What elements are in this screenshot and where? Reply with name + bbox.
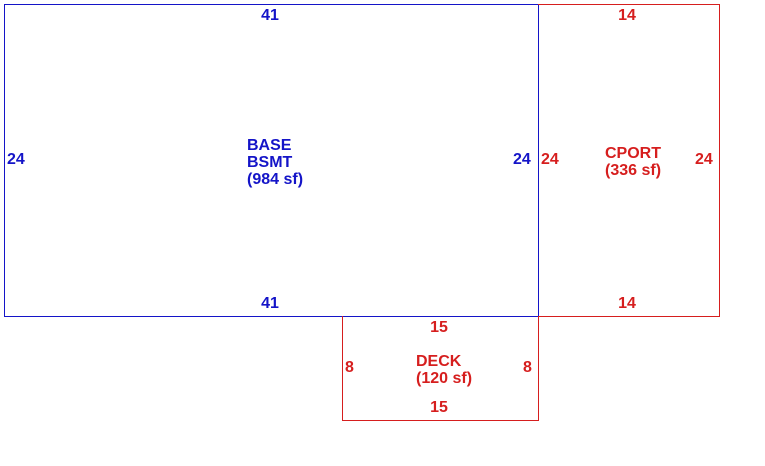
deck-area-size: (120 sf) <box>416 370 473 387</box>
base-area-outline <box>4 4 539 317</box>
cport-left-dimension: 24 <box>541 151 559 168</box>
cport-area-label: CPORT (336 sf) <box>605 145 661 179</box>
deck-top-dimension: 15 <box>430 319 448 336</box>
cport-right-dimension: 24 <box>695 151 713 168</box>
base-bottom-dimension: 41 <box>261 295 279 312</box>
cport-area-size: (336 sf) <box>605 162 662 179</box>
base-area-label: BASE BSMT (984 sf) <box>247 137 303 188</box>
deck-area-label: DECK (120 sf) <box>416 353 472 387</box>
deck-name: DECK <box>416 353 462 370</box>
deck-right-dimension: 8 <box>523 359 532 376</box>
base-right-dimension: 24 <box>513 151 531 168</box>
cport-top-dimension: 14 <box>618 7 636 24</box>
base-left-dimension: 24 <box>7 151 25 168</box>
deck-left-dimension: 8 <box>345 359 354 376</box>
base-name-line2: BSMT <box>247 154 293 171</box>
deck-area-outline <box>342 316 539 421</box>
base-name-line1: BASE <box>247 137 292 154</box>
base-top-dimension: 41 <box>261 7 279 24</box>
cport-area-outline <box>538 4 720 317</box>
cport-name: CPORT <box>605 145 661 162</box>
deck-bottom-dimension: 15 <box>430 399 448 416</box>
cport-bottom-dimension: 14 <box>618 295 636 312</box>
base-area-size: (984 sf) <box>247 171 304 188</box>
